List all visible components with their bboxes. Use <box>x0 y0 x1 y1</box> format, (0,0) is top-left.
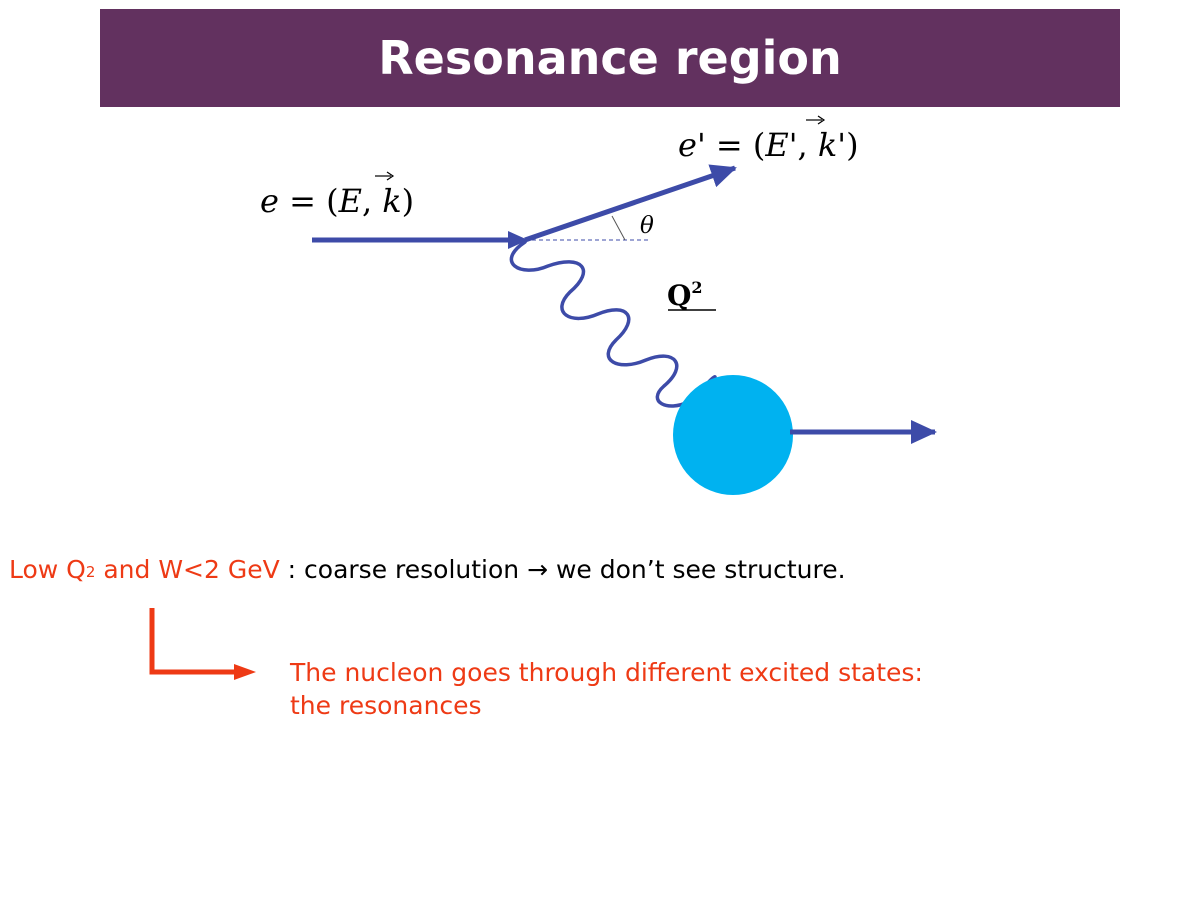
slide-title: Resonance region <box>378 31 842 85</box>
resolution-text: : coarse resolution → we don’t see struc… <box>279 555 846 584</box>
condition-statement: Low Q2 and W<2 GeV : coarse resolution →… <box>9 552 846 588</box>
title-bar: Resonance region <box>100 9 1120 107</box>
incoming-electron-formula: e = (E, k) <box>260 182 414 220</box>
consequence-arrowhead <box>234 664 256 680</box>
outgoing-electron-line <box>524 164 737 243</box>
consequence-line-1: The nucleon goes through different excit… <box>290 658 923 687</box>
k-prime-vector-arrowhead <box>817 115 826 125</box>
virtual-photon-wavy-line <box>509 240 717 408</box>
nucleon-circle <box>673 375 793 495</box>
theta-label: θ <box>640 213 654 239</box>
consequence-text: The nucleon goes through different excit… <box>290 656 923 722</box>
angle-arc-mark <box>611 215 626 241</box>
consequence-connector <box>149 608 238 675</box>
consequence-line-2: the resonances <box>290 691 482 720</box>
outgoing-electron-formula: e' = (E', k') <box>678 126 859 164</box>
incoming-electron-arrowhead <box>508 231 528 249</box>
k-vector-arrowhead <box>386 171 395 181</box>
kinematic-condition: Low Q2 and W<2 GeV <box>9 555 280 584</box>
q-squared-label: Q2 <box>667 278 703 312</box>
